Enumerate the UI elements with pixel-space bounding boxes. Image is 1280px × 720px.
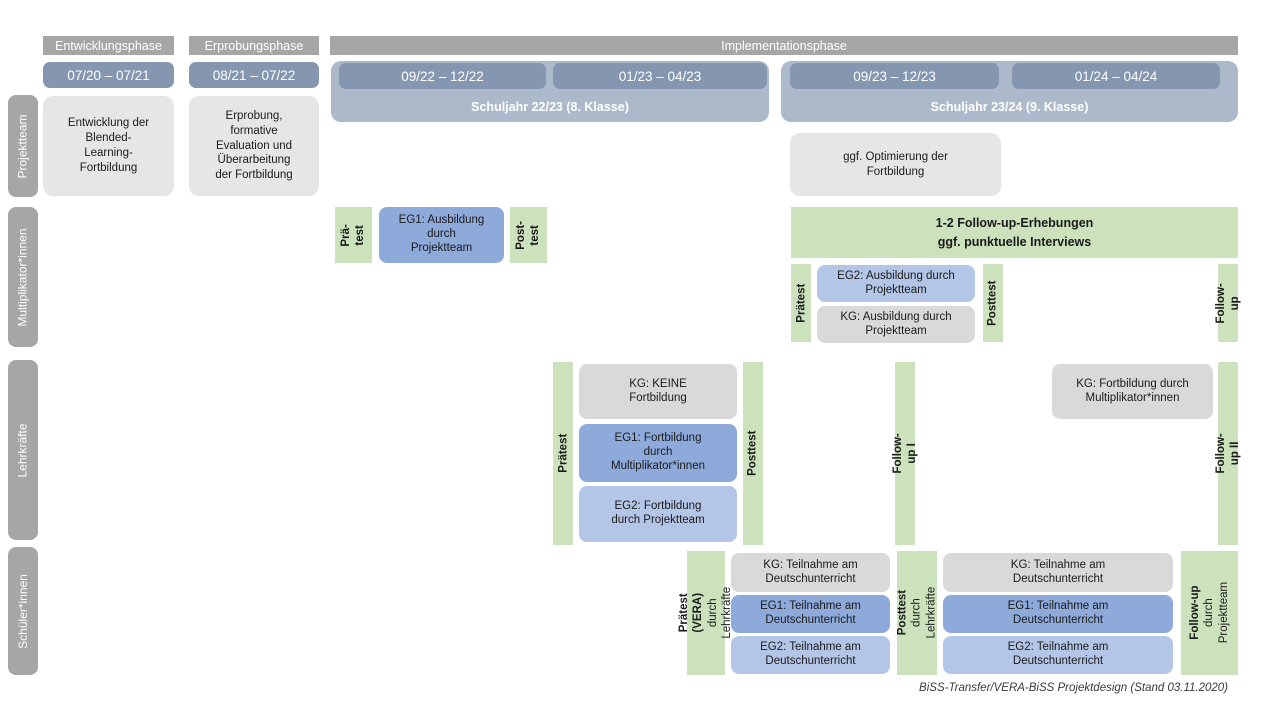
date-range-1: 07/20 – 07/21 [43,62,174,88]
schueler-eg1-teilnahme-box-1: EG1: Teilnahme am Deutschunterricht [731,595,890,633]
date-range-6: 01/24 – 04/24 [1012,63,1220,89]
lehrkraefte-kg-fortbildung-box: KG: Fortbildung durch Multiplikator*inne… [1052,364,1213,419]
schueler-praetest-vera-box: Prätest (VERA) durch Lehrkräfte [678,551,733,675]
schueler-posttest-box: Posttest durch Lehrkräfte [896,551,937,675]
phase-label: Entwicklungsphase [54,38,162,53]
lehrkraefte-eg1-fortbildung-box: EG1: Fortbildung durch Multiplikator*inn… [579,424,737,482]
multiplikator-eg1-ausbildung-box: EG1: Ausbildung durch Projektteam [379,207,504,263]
phase-label: Implementationsphase [721,38,847,53]
date-range-4: 01/23 – 04/23 [553,63,767,89]
row-label-schuelerinnen: Schüler*innen [8,547,38,675]
phase-erprobungsphase: Erprobungsphase [189,36,319,55]
multiplikator-praetest-box: Prä- test [335,207,372,263]
schueler-eg2-teilnahme-box-2: EG2: Teilnahme am Deutschunterricht [943,636,1173,674]
schueler-eg1-teilnahme-box-2: EG1: Teilnahme am Deutschunterricht [943,595,1173,633]
phase-implementationsphase: Implementationsphase [330,36,1238,55]
date-range-2: 08/21 – 07/22 [189,62,319,88]
erprobung-box: Erprobung, formative Evaluation und Über… [189,96,319,196]
lehrkraefte-kg-keine-box: KG: KEINE Fortbildung [579,364,737,419]
schuljahr-23-24-label: Schuljahr 23/24 (9. Klasse) [930,100,1089,114]
schueler-followup-box: Follow-up durch Projektteam [1181,551,1238,675]
row-label-lehrkraefte: Lehrkräfte [8,360,38,540]
row-label-projektteam: Projektteam [8,95,38,197]
lehrkraefte-followup2-box: Follow-up II [1215,362,1241,545]
multiplikator-posttest-box: Post- test [510,207,547,263]
lehrkraefte-praetest-box: Prätest [553,362,573,545]
schueler-eg2-teilnahme-box-1: EG2: Teilnahme am Deutschunterricht [731,636,890,674]
entwicklung-box: Entwicklung der Blended- Learning- Fortb… [43,96,174,196]
schueler-kg-teilnahme-box-2: KG: Teilnahme am Deutschunterricht [943,553,1173,592]
date-range-5: 09/23 – 12/23 [790,63,999,89]
schuljahr-22-23-label: Schuljahr 22/23 (8. Klasse) [471,100,629,114]
multiplikator-eg2-ausbildung-box: EG2: Ausbildung durch Projektteam [817,265,975,302]
phase-entwicklungsphase: Entwicklungsphase [43,36,174,55]
lehrkraefte-followup1-box: Follow-up I [892,362,918,545]
multiplikator-posttest2-box: Posttest [983,264,1003,342]
date-range-3: 09/22 – 12/22 [339,63,546,89]
phase-label: Erprobungsphase [204,38,304,53]
optimierung-box: ggf. Optimierung der Fortbildung [790,133,1001,196]
schueler-kg-teilnahme-box-1: KG: Teilnahme am Deutschunterricht [731,553,890,592]
multiplikator-kg-ausbildung-box: KG: Ausbildung durch Projektteam [817,306,975,343]
lehrkraefte-posttest-box: Posttest [743,362,763,545]
multiplikator-followup-box: Follow-up [1215,264,1241,342]
diagram-caption: BiSS-Transfer/VERA-BiSS Projektdesign (S… [919,682,1228,694]
row-label-multiplikatorinnen: Multiplikator*innen [8,207,38,347]
lehrkraefte-eg2-fortbildung-box: EG2: Fortbildung durch Projektteam [579,486,737,542]
multiplikator-praetest2-box: Prätest [791,264,811,342]
followup-erhebungen-box: 1-2 Follow-up-Erhebungen ggf. punktuelle… [791,207,1238,258]
